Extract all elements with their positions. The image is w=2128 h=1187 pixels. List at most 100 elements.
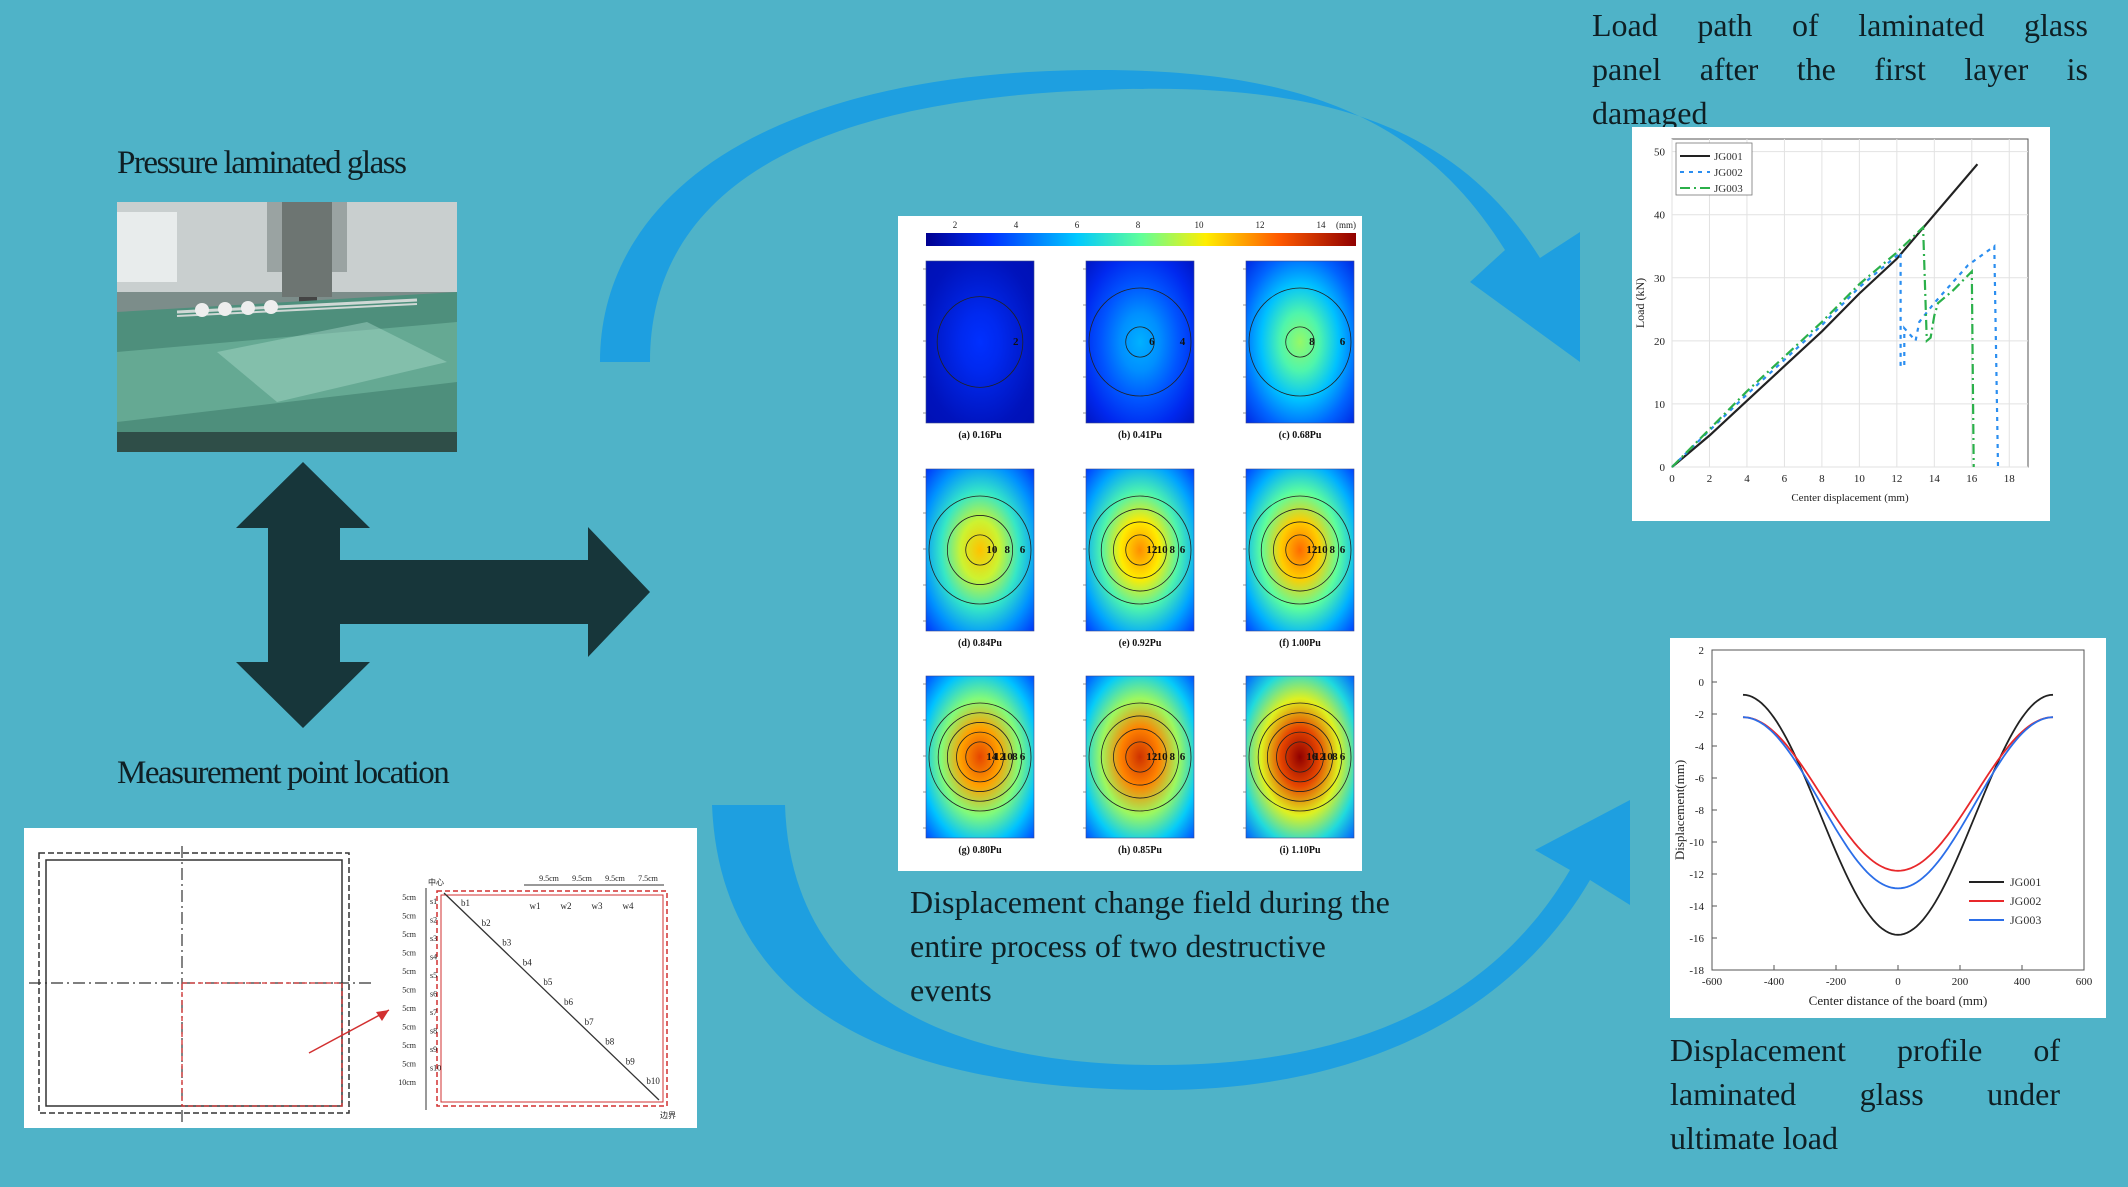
y-axis-label: Load (kN) [1633, 278, 1647, 328]
s-point-label: s2 [430, 916, 437, 925]
contour-plot [1245, 675, 1355, 839]
s-point-label: s1 [430, 897, 437, 906]
test-rig-illustration [117, 202, 457, 452]
contour-label: 10 [1157, 751, 1169, 763]
b-point-label: b9 [626, 1056, 636, 1066]
colorbar-tick: 12 [1256, 220, 1265, 230]
contour-line [1125, 741, 1155, 773]
s-point-label: s5 [430, 971, 437, 980]
displacement-field-caption-line1: Displacement change field during the [910, 884, 1390, 920]
contour-label: 6 [1180, 751, 1186, 763]
y-tick-label: 30 [1654, 273, 1666, 285]
contour-label: 8 [1004, 544, 1010, 556]
colorbar-unit: (mm) [1336, 220, 1356, 230]
legend-label: JG003 [1714, 183, 1743, 195]
x-tick-label: 18 [2004, 473, 2016, 485]
y-tick-label: -14 [1689, 901, 1704, 913]
y-tick-label: 2 [1699, 645, 1705, 657]
contour-label: 12 [1314, 751, 1326, 763]
left-dimension-label: 5cm [402, 1060, 417, 1069]
contour-line [1088, 287, 1192, 397]
contour-label: 8 [1330, 544, 1336, 556]
contour-panel-label: (e) 0.92Pu [1119, 638, 1162, 649]
legend-label: JG002 [2010, 894, 2041, 908]
colorbar-tick: 14 [1317, 220, 1327, 230]
contour-label: 6 [1020, 544, 1026, 556]
contour-label: 6 [1020, 751, 1026, 763]
contour-panel-label: (i) 1.10Pu [1279, 845, 1321, 856]
contour-label: 4 [1180, 336, 1186, 348]
b-point-label: b6 [564, 997, 574, 1007]
load-path-caption-line1: Load path of laminated glass [1592, 7, 2088, 43]
colorbar-tick: 2 [953, 220, 958, 230]
x-tick-label: 8 [1819, 473, 1825, 485]
contour-panel-label: (d) 0.84Pu [958, 638, 1002, 649]
profile-caption-line3: ultimate load [1670, 1120, 1838, 1156]
left-dimension-label: 5cm [402, 949, 417, 958]
y-tick-label: -12 [1689, 869, 1704, 881]
contour-line [1248, 287, 1352, 397]
contour-plot [925, 468, 1035, 632]
contour-label: 10 [1317, 544, 1329, 556]
plot-area [1711, 649, 2085, 971]
left-dimension-label: 5cm [402, 1004, 417, 1013]
x-tick-label: 14 [1929, 473, 1941, 485]
contour-label: 10 [986, 544, 998, 556]
top-dimension-label: 7.5cm [638, 874, 659, 883]
left-dimension-label: 5cm [402, 967, 417, 976]
y-tick-label: -10 [1689, 837, 1704, 849]
x-tick-label: 4 [1744, 473, 1750, 485]
x-tick-label: 600 [2076, 976, 2093, 988]
contour-line [1285, 741, 1315, 773]
contour-line [928, 495, 1032, 605]
s-point-label: s7 [430, 1008, 437, 1017]
contour-panel: 6 8 (c) 0.68Pu [1243, 260, 1355, 441]
colorbar-tick: 10 [1195, 220, 1205, 230]
x-tick-label: 400 [2014, 976, 2031, 988]
x-tick-label: 200 [1952, 976, 1969, 988]
top-dimension-label: 9.5cm [539, 874, 560, 883]
contour-line [1285, 326, 1315, 358]
y-tick-label: -16 [1689, 933, 1704, 945]
b-point-label: b1 [461, 898, 470, 908]
x-tick-label: -200 [1826, 976, 1847, 988]
s-point-label: s6 [430, 990, 437, 999]
measurement-caption: Measurement point location [117, 755, 450, 791]
contour-panel: 2(a) 0.16Pu [923, 260, 1035, 441]
contour-panel-label: (c) 0.68Pu [1279, 430, 1322, 441]
displacement-field-caption: Displacement change field during the ent… [910, 880, 1470, 1012]
contour-line [1088, 495, 1192, 605]
s-point-label: s3 [430, 934, 437, 943]
b-point-label: b2 [482, 918, 491, 928]
contour-label: 8 [1170, 544, 1176, 556]
contour-panel: 68 10 (d) 0.84Pu [923, 468, 1035, 649]
contour-line [1125, 326, 1155, 358]
legend-box [1675, 142, 1753, 196]
contour-label: 6 [1340, 336, 1346, 348]
contour-line [1273, 521, 1327, 579]
x-axis-label: Center distance of the board (mm) [1809, 993, 1988, 1008]
contour-label: 8 [1309, 336, 1315, 348]
top-dimension-label: 9.5cm [572, 874, 593, 883]
x-tick-label: 2 [1707, 473, 1713, 485]
x-tick-label: 10 [1854, 473, 1866, 485]
contour-panel-label: (g) 0.80Pu [958, 845, 1002, 856]
left-dimension-label: 10cm [398, 1078, 417, 1087]
test-rig-photo [117, 202, 457, 452]
series-line-JG002 [1671, 244, 2000, 468]
contour-plot [1085, 675, 1195, 839]
profile-caption-line2: laminated glass under [1670, 1076, 2060, 1112]
w-point-label: w2 [561, 901, 572, 911]
contour-plot [1245, 468, 1355, 632]
w-point-label: w1 [530, 901, 541, 911]
x-tick-label: 6 [1782, 473, 1788, 485]
left-dimension-label: 5cm [402, 1041, 417, 1050]
left-dimension-label: 5cm [402, 893, 417, 902]
contour-label: 12 [1306, 544, 1318, 556]
legend-label: JG001 [1714, 151, 1743, 163]
